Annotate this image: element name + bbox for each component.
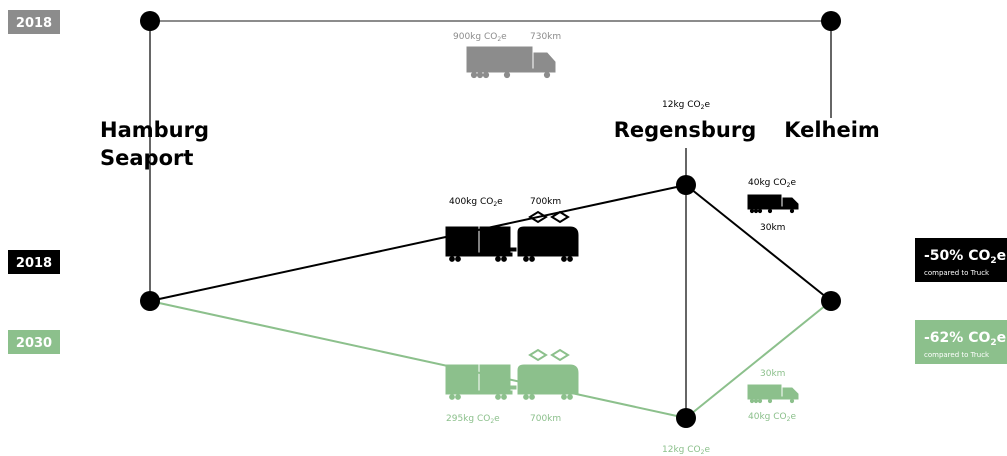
truck-icon	[466, 46, 556, 79]
rail-2030-co2-label: 295kg CO2e	[446, 414, 500, 425]
node-regensburg-2018	[676, 175, 696, 195]
badge-2018-truck-label: 2018	[16, 16, 52, 31]
rail-2030-transfer-co2-label: 12kg CO2e	[662, 445, 710, 456]
node-regensburg-2030	[676, 408, 696, 428]
rail-2018-co2-label: 400kg CO2e	[449, 197, 503, 208]
node-hamburg-top	[140, 11, 160, 31]
node-label-kelheim: Kelheim	[784, 118, 880, 142]
rail-2030-line	[149, 300, 687, 419]
rail-2030-last-mile-co2-label: 40kg CO2e	[748, 412, 796, 423]
badge-2030-rail-label: 2030	[16, 336, 52, 351]
rail-2030-reduction-note: compared to Truck	[924, 351, 990, 359]
node-label-regensburg: Regensburg	[614, 118, 757, 142]
truck-icon	[747, 384, 799, 404]
rail-2018-last-mile-distance-label: 30km	[760, 223, 785, 233]
rail-2018-transfer-co2-label: 12kg CO2e	[662, 100, 710, 111]
rail-2018-reduction-note: compared to Truck	[924, 269, 990, 277]
rail-2030-reduction-badge: -62% CO2e compared to Truck	[915, 320, 1007, 364]
train-icon	[445, 349, 579, 401]
train-icon	[445, 211, 579, 263]
truck-co2-label: 900kg CO2e	[453, 32, 507, 43]
node-kelheim-top	[821, 11, 841, 31]
rail-2018-reduction-value: -50% CO2e	[924, 248, 1006, 266]
badge-2018-rail: 2018	[8, 250, 60, 274]
truck-icon	[747, 194, 799, 214]
road-2018-line	[685, 184, 832, 302]
rail-2018-distance-label: 700km	[530, 197, 561, 207]
node-label-hamburg-line2: Seaport	[100, 146, 193, 170]
truck-distance-label: 730km	[530, 32, 561, 42]
road-2030-line	[685, 300, 832, 419]
badge-2018-rail-label: 2018	[16, 256, 52, 271]
rail-2018-last-mile-co2-label: 40kg CO2e	[748, 178, 796, 189]
rail-2018-reduction-badge: -50% CO2e compared to Truck	[915, 238, 1007, 282]
rail-2030-reduction-value: -62% CO2e	[924, 330, 1006, 348]
node-label-hamburg-line1: Hamburg	[100, 118, 209, 142]
badge-2030-rail: 2030	[8, 330, 60, 354]
rail-2030-distance-label: 700km	[530, 414, 561, 424]
rail-2018-line	[149, 184, 687, 302]
node-kelheim	[821, 291, 841, 311]
badge-2018-truck: 2018	[8, 10, 60, 34]
node-hamburg	[140, 291, 160, 311]
rail-2030-last-mile-distance-label: 30km	[760, 369, 785, 379]
